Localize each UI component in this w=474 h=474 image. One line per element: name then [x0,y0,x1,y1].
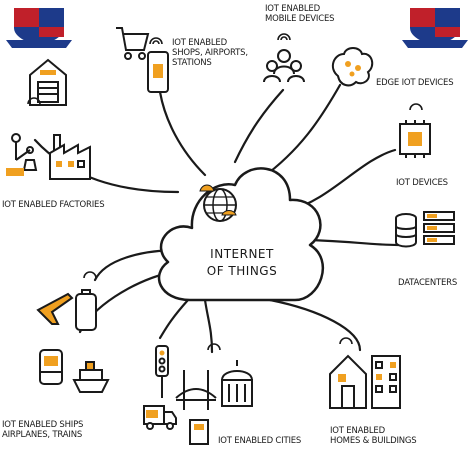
government-building-icon [220,360,254,407]
airplane-icon [36,292,74,325]
label-factories: IoT ENABLED FACTORIES [2,200,105,210]
server-icon [423,211,455,245]
label-devices: IoT DEVICES [396,178,448,188]
chip-icon [399,120,431,158]
office-building-icon [371,355,401,409]
label-edge: EDGE IoT DEVICES [376,78,454,88]
truck-icon [143,405,177,430]
connector-mobile [233,88,285,164]
factory-icon [49,134,91,180]
bridge-icon [175,370,217,410]
wifi-signals [27,33,423,351]
connector-factories [33,138,180,194]
university-logo-left [4,2,74,50]
center-title-line2: OF THINGS [207,264,277,278]
label-shops: IoT ENABLED SHOPS, AIRPORTS, STATIONS [172,38,248,68]
people-group-icon [263,49,305,83]
house-icon [329,354,367,409]
cloud-icon [157,167,324,302]
luggage-icon [75,289,97,331]
traffic-light-icon [155,345,169,398]
globe-icon [199,184,237,222]
robot-arm-icon [6,133,38,176]
label-ships: IoT ENABLED SHIPS AIRPLANES, TRAINS [2,420,84,440]
label-mobile: IoT ENABLED MOBILE DEVICES [265,4,335,24]
connector-city-left [158,298,190,340]
connector-shops [158,90,207,177]
university-logo-right [400,2,470,50]
store-icon [29,58,67,106]
connector-homes [268,298,362,352]
train-icon [39,349,63,385]
brain-icon [331,47,374,87]
label-homes: IoT ENABLED HOMES & BUILDINGS [330,426,417,446]
ship-icon [72,361,110,393]
connector-devices [288,148,397,212]
connector-cities [203,298,214,354]
atm-icon [189,419,209,445]
label-datacenters: DATACENTERS [398,278,458,288]
center-title-line1: INTERNET [210,247,274,261]
database-icon [395,213,417,248]
label-cities: IoT ENABLED CITIES [218,436,302,446]
connector-edge [260,83,342,180]
shopping-cart-icon [116,27,150,60]
mobile-phone-icon [147,51,169,93]
